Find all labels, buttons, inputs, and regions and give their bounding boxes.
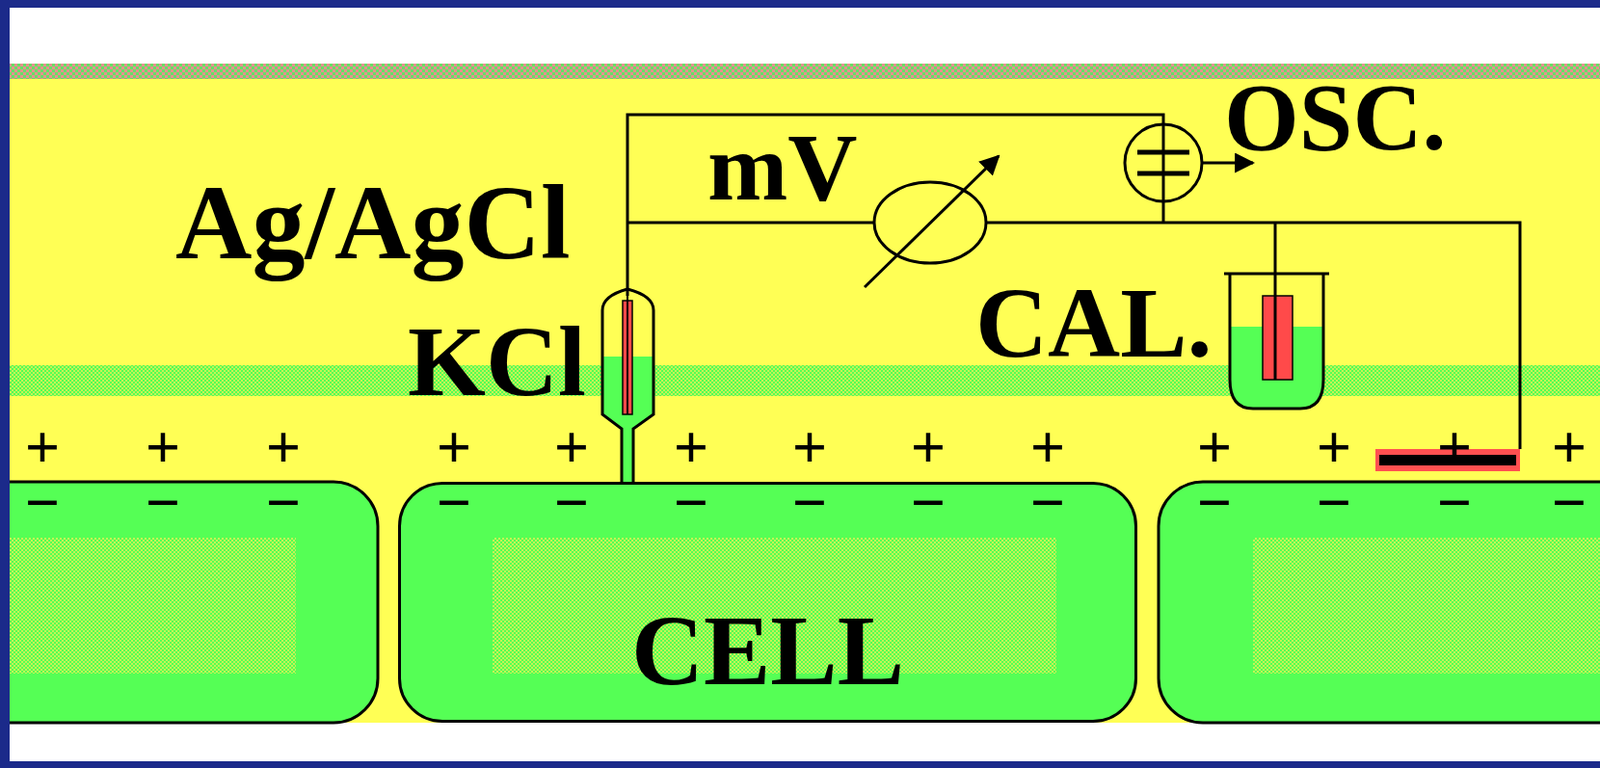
negative-charge: − <box>145 472 181 534</box>
label-slot: + <box>266 416 301 479</box>
negative-charge: − <box>673 472 709 534</box>
wire <box>627 221 875 225</box>
calomel-lead <box>1274 289 1278 380</box>
label-slot: + <box>1197 416 1232 479</box>
right-nucleus <box>1253 537 1600 674</box>
negative-charge: − <box>1551 472 1587 534</box>
wire <box>1274 222 1278 290</box>
positive-charge: + <box>910 416 946 479</box>
calomel-rim <box>1224 272 1330 276</box>
label-slot: Ag/AgCl <box>175 169 570 276</box>
label-slot: mV <box>707 119 858 216</box>
oscilloscope-axis <box>1162 124 1166 202</box>
calomel-label: CAL. <box>975 272 1213 374</box>
negative-charge: − <box>1030 472 1066 534</box>
electrode-label: Ag/AgCl <box>175 169 570 276</box>
negative-charge: − <box>1437 472 1472 534</box>
label-slot: + <box>792 416 827 479</box>
positive-charge: + <box>266 416 301 479</box>
negative-charge: − <box>792 472 827 534</box>
cell-body: CELL <box>398 481 1138 723</box>
label-slot: + <box>910 416 946 479</box>
label-slot: − <box>673 472 709 534</box>
positive-charge: + <box>145 416 181 479</box>
positive-charge: + <box>673 416 709 479</box>
label-slot: OSC. <box>1224 69 1447 166</box>
label-slot: − <box>1030 472 1066 534</box>
positive-charge: + <box>25 416 60 479</box>
wire <box>1162 201 1166 223</box>
calomel-vessel <box>1229 273 1324 409</box>
label-slot: + <box>1437 416 1472 479</box>
micropipette <box>602 289 654 506</box>
positive-charge: + <box>1437 416 1472 479</box>
oscilloscope-plate <box>1137 150 1190 156</box>
label-slot: + <box>1551 416 1587 479</box>
title-bar <box>9 7 1600 64</box>
label-slot: − <box>1437 472 1472 534</box>
label-slot: KCl <box>407 311 587 412</box>
positive-charge: + <box>554 416 589 479</box>
oscilloscope-label: OSC. <box>1224 69 1447 166</box>
label-slot: + <box>1030 416 1066 479</box>
label-slot: − <box>554 472 589 534</box>
label-slot: − <box>145 472 181 534</box>
dotted-band <box>9 365 1600 397</box>
positive-charge: + <box>1030 416 1066 479</box>
label-slot: − <box>1316 472 1352 534</box>
cell-label: CELL <box>631 600 905 701</box>
positive-charge: + <box>1197 416 1232 479</box>
meter-label: mV <box>707 119 858 216</box>
negative-charge: − <box>266 472 301 534</box>
slide-frame <box>0 0 10 768</box>
positive-charge: + <box>436 416 472 479</box>
silver-wire <box>626 295 629 415</box>
calomel-element <box>1262 295 1293 380</box>
label-slot: + <box>673 416 709 479</box>
negative-charge: − <box>910 472 946 534</box>
negative-charge: − <box>25 472 60 534</box>
label-slot: − <box>1197 472 1232 534</box>
label-slot: − <box>436 472 472 534</box>
label-slot: CAL. <box>975 272 1213 374</box>
label-slot: − <box>25 472 60 534</box>
label-slot: − <box>266 472 301 534</box>
label-slot: + <box>145 416 181 479</box>
label-slot: − <box>910 472 946 534</box>
negative-charge: − <box>1316 472 1352 534</box>
negative-charge: − <box>1197 472 1232 534</box>
oscilloscope-symbol <box>1124 124 1202 202</box>
positive-charge: + <box>1551 416 1587 479</box>
label-slot: + <box>554 416 589 479</box>
label-slot: − <box>792 472 827 534</box>
bottom-strip <box>9 722 1600 762</box>
filling-label: KCl <box>407 311 587 412</box>
label-slot: + <box>1316 416 1352 479</box>
oscilloscope-plate <box>1137 171 1190 177</box>
wire <box>627 114 1164 296</box>
positive-charge: + <box>792 416 827 479</box>
meter-arrow <box>864 156 999 288</box>
label-slot: + <box>25 416 60 479</box>
label-slot: − <box>1551 472 1587 534</box>
label-slot: + <box>436 416 472 479</box>
left-nucleus <box>0 537 296 674</box>
negative-charge: − <box>436 472 472 534</box>
positive-charge: + <box>1316 416 1352 479</box>
negative-charge: − <box>554 472 589 534</box>
